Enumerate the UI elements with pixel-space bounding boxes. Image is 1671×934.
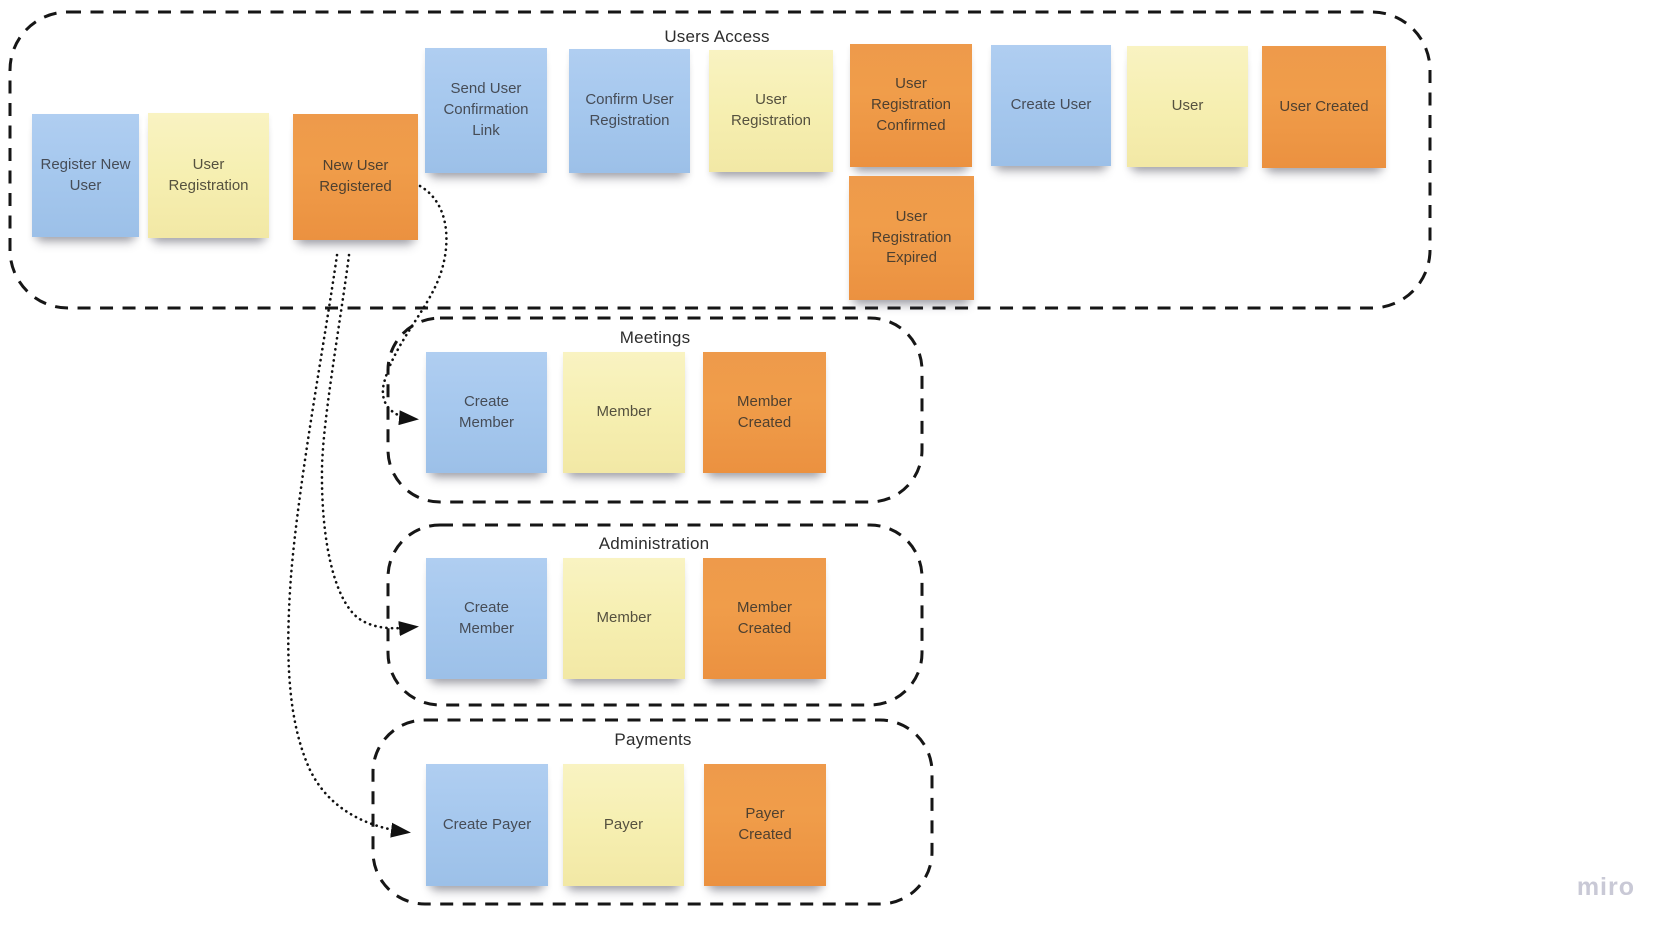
sticky-note-label: User: [1171, 97, 1204, 115]
sticky-note-label: New User Registered: [319, 157, 392, 195]
group-title-payments[interactable]: Payments: [614, 730, 692, 749]
connector-new-user-registered-to-payments[interactable]: [287, 253, 411, 838]
sticky-note-label: User Created: [1279, 97, 1369, 115]
group-title-meetings[interactable]: Meetings: [619, 328, 691, 347]
sticky-note-users-access-create-user-8[interactable]: Create User: [991, 45, 1111, 166]
group-frame-users-access[interactable]: [8, 10, 1432, 310]
sticky-note-users-access-user-9[interactable]: User: [1127, 46, 1248, 167]
sticky-note-administration-member-created-2[interactable]: Member Created: [703, 558, 826, 679]
sticky-note-label: User Registration Confirmed: [870, 75, 952, 134]
group-frame-meetings[interactable]: [386, 316, 924, 504]
sticky-note-label: Register New User: [40, 155, 131, 194]
sticky-note-administration-member-1[interactable]: Member: [563, 558, 685, 679]
sticky-note-label: Member Created: [736, 392, 792, 431]
sticky-note-label: Member Created: [736, 598, 792, 637]
sticky-note-meetings-member-1[interactable]: Member: [563, 352, 685, 473]
sticky-note-label: Send User Confirmation Link: [443, 80, 529, 139]
sticky-note-label: Confirm User Registration: [585, 91, 674, 129]
group-frame-administration[interactable]: [386, 523, 924, 707]
sticky-note-users-access-register-new-user-0[interactable]: Register New User: [32, 114, 139, 237]
sticky-note-administration-create-member-0[interactable]: Create Member: [426, 558, 547, 679]
sticky-note-meetings-member-created-2[interactable]: Member Created: [703, 352, 826, 473]
sticky-note-users-access-user-registration-1[interactable]: User Registration: [148, 113, 269, 238]
sticky-note-label: User Registration: [168, 155, 249, 194]
sticky-note-users-access-user-created-10[interactable]: User Created: [1262, 46, 1386, 168]
sticky-note-label: Member: [596, 403, 652, 421]
group-title-administration[interactable]: Administration: [598, 534, 710, 553]
sticky-note-label: User Registration: [730, 91, 812, 129]
sticky-note-label: Create Payer: [442, 815, 532, 833]
sticky-note-users-access-user-registration-confirmed-6[interactable]: User Registration Confirmed: [850, 44, 972, 167]
sticky-note-label: Create Member: [458, 598, 514, 637]
sticky-note-label: User Registration Expired: [871, 207, 952, 267]
sticky-note-label: Payer Created: [738, 805, 792, 843]
sticky-note-users-access-user-registration-5[interactable]: User Registration: [709, 50, 833, 172]
group-title-users-access[interactable]: Users Access: [664, 27, 770, 46]
sticky-note-payments-payer-1[interactable]: Payer: [563, 764, 684, 886]
sticky-note-users-access-new-user-registered-2[interactable]: New User Registered: [293, 114, 418, 240]
connector-new-user-registered-to-meetings[interactable]: [381, 184, 448, 426]
sticky-note-meetings-create-member-0[interactable]: Create Member: [426, 352, 547, 473]
sticky-note-payments-create-payer-0[interactable]: Create Payer: [426, 764, 548, 886]
sticky-note-users-access-send-user-confirmation-link-3[interactable]: Send User Confirmation Link: [425, 48, 547, 173]
miro-logo: miro: [1576, 873, 1635, 901]
group-frame-payments[interactable]: [371, 718, 934, 906]
sticky-note-label: Create Member: [458, 392, 514, 431]
sticky-note-users-access-confirm-user-registration-4[interactable]: Confirm User Registration: [569, 49, 690, 173]
sticky-note-label: Create User: [1010, 96, 1092, 114]
sticky-note-users-access-user-registration-expired-7[interactable]: User Registration Expired: [849, 176, 974, 300]
sticky-note-label: Member: [596, 609, 652, 627]
connector-new-user-registered-to-administration[interactable]: [320, 253, 419, 637]
sticky-note-label: Payer: [603, 815, 644, 833]
sticky-note-payments-payer-created-2[interactable]: Payer Created: [704, 764, 826, 886]
